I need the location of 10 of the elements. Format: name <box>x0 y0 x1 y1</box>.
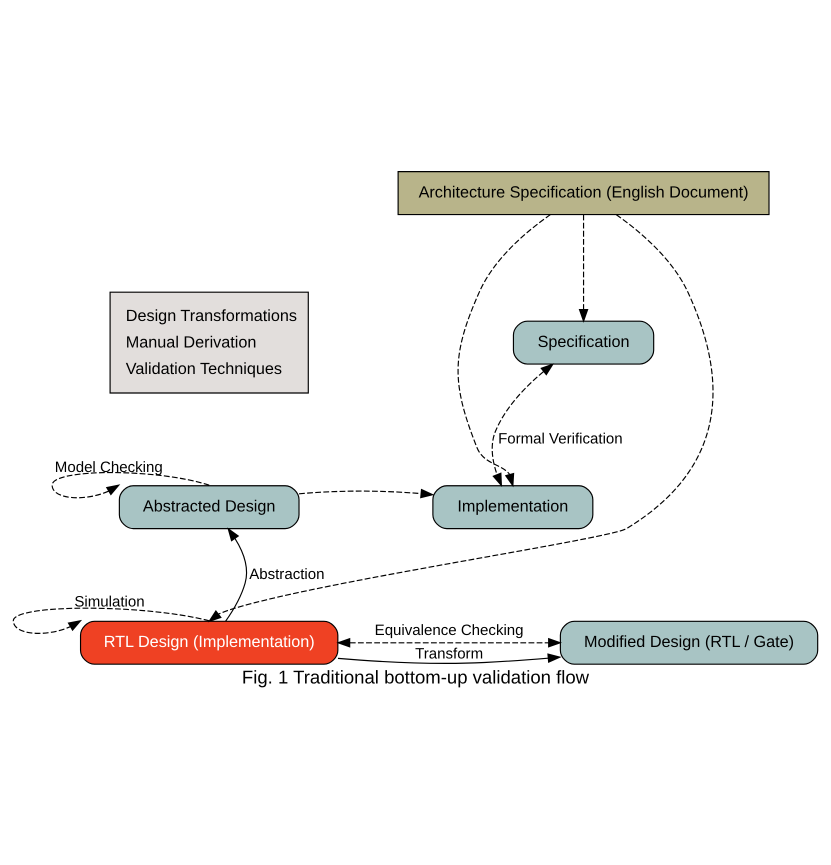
edge-label: Simulation <box>74 593 145 610</box>
caption: Fig. 1 Traditional bottom-up validation flow <box>242 666 590 688</box>
edge-label: Abstraction <box>249 565 324 582</box>
edge-label: Formal Verification <box>498 430 623 447</box>
legend-label: Manual Derivation <box>126 332 256 351</box>
legend-label: Validation Techniques <box>126 360 282 378</box>
legend-label: Design Transformations <box>126 306 298 324</box>
edge-label: Equivalence Checking <box>374 622 524 639</box>
edge-label: Transform <box>415 644 484 662</box>
edge-label: Model Checking <box>54 458 163 476</box>
